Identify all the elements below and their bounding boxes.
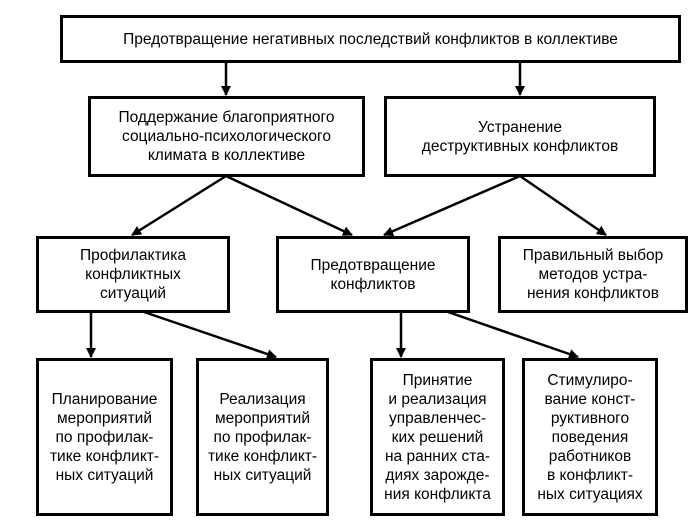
node-stimulation-label: Стимулиро- вание конст- руктивного повед… [537, 371, 643, 503]
node-climate-label: Поддержание благоприятного социально-пси… [118, 109, 335, 164]
arrow-elimination-to-prevention [383, 174, 521, 237]
node-planning-label: Планирование мероприятий по профилак- ти… [49, 390, 160, 484]
node-decisions: Принятие и реализация управленчес- ких р… [370, 358, 505, 516]
node-root-label: Предотвращение негативных последствий ко… [123, 30, 618, 48]
arrow-prophylaxis-to-implementation [143, 310, 277, 359]
node-prophylaxis: Профилактика конфликтных ситуаций [36, 236, 230, 313]
node-stimulation: Стимулиро- вание конст- руктивного повед… [522, 358, 658, 516]
node-methods: Правильный выбор методов устра- нения ко… [498, 236, 688, 313]
node-methods-label: Правильный выбор методов устра- нения ко… [522, 247, 664, 302]
node-decisions-label: Принятие и реализация управленчес- ких р… [384, 371, 491, 503]
node-climate: Поддержание благоприятного социально-пси… [88, 96, 365, 177]
arrow-climate-to-prophylaxis [131, 174, 227, 237]
node-implementation: Реализация мероприятий по профилак- тике… [196, 358, 329, 516]
node-planning: Планирование мероприятий по профилак- ти… [36, 358, 173, 516]
node-prophylaxis-label: Профилактика конфликтных ситуаций [80, 247, 186, 302]
arrow-elimination-to-methods [519, 174, 607, 237]
node-prevention-label: Предотвращение конфликтов [310, 256, 436, 293]
node-root: Предотвращение негативных последствий ко… [60, 15, 681, 63]
arrow-climate-to-prevention [225, 174, 353, 237]
arrow-prevention-to-stimulation [447, 310, 579, 359]
node-prevention: Предотвращение конфликтов [276, 236, 470, 313]
node-elimination-label: Устранение деструктивных конфликтов [421, 118, 619, 155]
node-elimination: Устранение деструктивных конфликтов [384, 96, 656, 177]
node-implementation-label: Реализация мероприятий по профилак- тике… [207, 390, 318, 484]
